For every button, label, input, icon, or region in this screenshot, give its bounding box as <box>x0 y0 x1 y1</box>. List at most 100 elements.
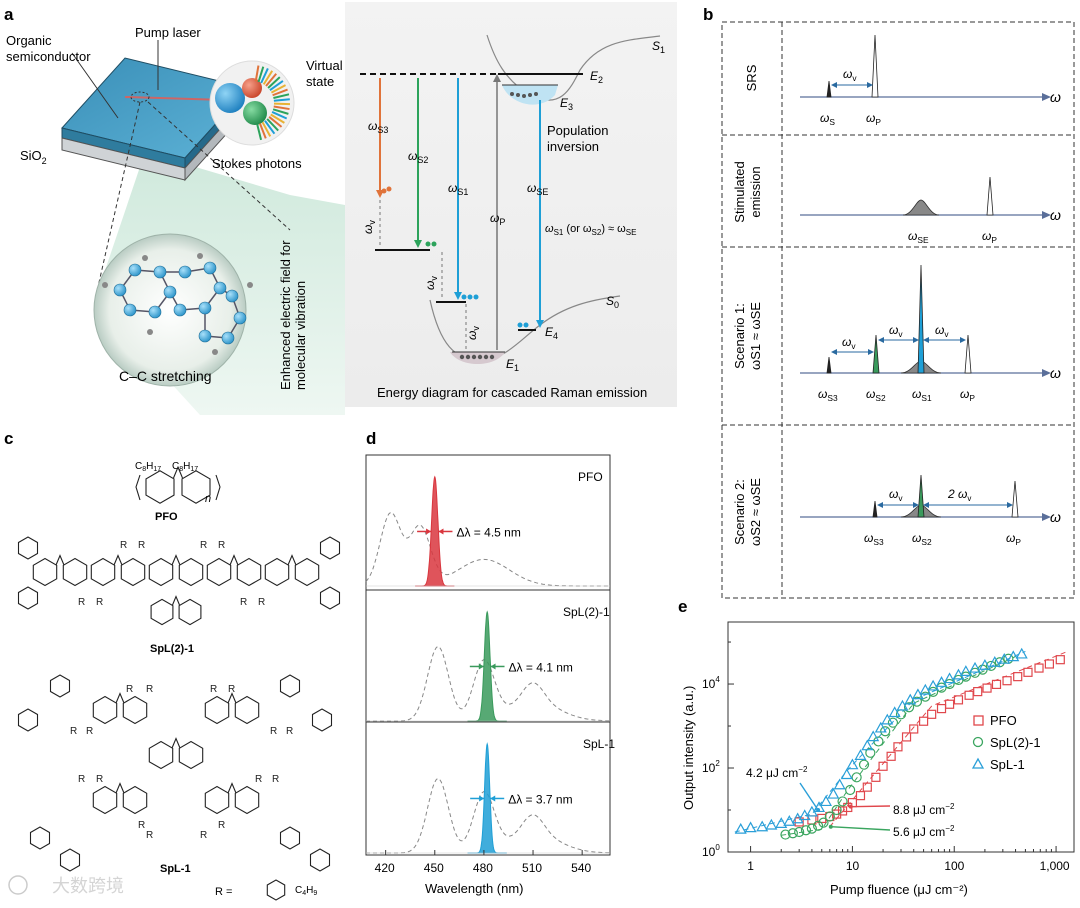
peak-wp <box>964 334 972 374</box>
legend-label: PFO <box>990 713 1017 728</box>
legend-label: SpL(2)-1 <box>990 735 1041 750</box>
annotation-label: 8.8 μJ cm−2 <box>893 802 955 817</box>
panel-label-a: a <box>4 5 14 24</box>
carbon-atom <box>221 331 235 345</box>
watermark: 大数跨境 <box>8 875 124 897</box>
e-ytick-label: 100 <box>702 843 720 859</box>
name-spl-1: SpL-1 <box>160 863 191 875</box>
energy-diagram <box>360 34 661 364</box>
marker-spl2-1 <box>880 726 891 737</box>
spectrum-name: SpL(2)-1 <box>563 605 610 619</box>
marker-spl-1 <box>988 656 1001 667</box>
row-label-scenario2: Scenario 2:ωS2 ≈ ωSE <box>732 478 763 546</box>
carbon-atom <box>225 289 239 303</box>
hydrogen-atom <box>102 282 108 288</box>
spl1-unit-bridge <box>227 782 237 793</box>
spl2-unit-ring <box>178 557 204 587</box>
r-label: R <box>200 540 207 551</box>
d-xtick-label: 540 <box>571 861 591 875</box>
w-s3-label: ωS3 <box>368 119 388 135</box>
hydrogen-atom <box>197 253 203 259</box>
axis-arrowhead <box>1042 211 1051 219</box>
label-wv: ωv <box>842 335 856 351</box>
legend-label: SpL-1 <box>990 757 1025 772</box>
r-label: R <box>146 684 153 695</box>
marker-pfo <box>878 761 888 771</box>
stokes-label: Stokes photons <box>212 156 302 171</box>
label-ws: ωS <box>820 111 835 127</box>
w-se-label: ωSE <box>527 181 548 197</box>
marker-pfo <box>832 809 842 819</box>
e2-label: E2 <box>590 69 603 85</box>
marker-pfo <box>794 817 804 827</box>
stokes-ray <box>272 88 288 97</box>
label-wp: ωP <box>1006 531 1021 547</box>
legend-marker <box>972 736 984 748</box>
w-v-label-2: ωv <box>423 276 439 290</box>
row-label-scenario1: Scenario 1:ωS1 ≈ ωSE <box>732 302 763 370</box>
marker-spl2-1 <box>812 820 824 831</box>
peak-wse <box>902 199 940 216</box>
annotation-arrow <box>830 826 891 831</box>
annotation-arrowhead <box>816 808 821 813</box>
peak-ws3 <box>826 356 832 374</box>
r-label: R <box>146 830 153 841</box>
spl1-phenyl <box>49 674 71 698</box>
marker-pfo <box>909 724 919 734</box>
w-v-label-1: ωv <box>361 220 377 234</box>
marker-pfo <box>901 732 912 742</box>
spl1-unit-bridge <box>115 692 125 703</box>
e-ylabel: Output intensity (a.u.) <box>681 686 696 810</box>
r-label: R <box>286 726 293 737</box>
d-xtick-label: 510 <box>522 861 542 875</box>
marker-pfo <box>1055 655 1065 665</box>
fwhm-label: Δλ = 3.7 nm <box>508 792 572 806</box>
label-ws2: ωS2 <box>866 387 886 403</box>
label-ws3: ωS3 <box>864 531 884 547</box>
marker-spl2-1 <box>845 784 856 796</box>
spl2-phenyl <box>17 586 39 610</box>
d-xtick-label: 450 <box>424 861 444 875</box>
marker-spl2-1 <box>806 823 817 834</box>
pfo-brackets <box>135 474 221 501</box>
e3-label: E3 <box>560 96 573 112</box>
fwhm-arrowhead <box>490 795 496 802</box>
watermark-text: 大数跨境 <box>52 876 124 897</box>
fwhm-arrowhead <box>490 663 496 670</box>
spl2-unit-ring <box>264 557 290 587</box>
marker-spl2-1 <box>837 796 848 807</box>
r-label: R <box>96 774 103 785</box>
r-label: R <box>200 830 207 841</box>
panel-a: a <box>4 2 677 415</box>
marker-spl-1 <box>819 795 832 807</box>
hydrogen-atom <box>142 255 148 261</box>
spl2-phenyl <box>319 536 341 560</box>
marker-pfo <box>886 751 896 761</box>
spl1-phenyl <box>59 848 81 872</box>
marker-pfo <box>1044 659 1054 669</box>
label-wp: ωP <box>960 387 975 403</box>
marker-spl-1 <box>783 815 796 826</box>
marker-spl-1 <box>874 721 887 733</box>
stokes-ray <box>262 70 274 85</box>
carbon-atom <box>113 283 127 297</box>
r-label: R <box>96 597 103 608</box>
axis-omega-label: ω <box>1050 509 1061 525</box>
arrow-wv-head <box>831 349 837 355</box>
arrow-wv-head <box>877 502 883 508</box>
label-ws2: ωS2 <box>912 531 932 547</box>
annotation-label: 4.2 μJ cm−2 <box>746 765 808 780</box>
marker-spl-1 <box>840 768 853 780</box>
marker-spl-1 <box>927 679 940 691</box>
r-label: R <box>78 597 85 608</box>
pl-spectrum-dashed <box>365 511 610 587</box>
marker-spl-1 <box>1015 647 1028 659</box>
r-label: R <box>138 820 145 831</box>
r-definition: R = <box>215 886 232 898</box>
pfo-n: n <box>205 493 211 505</box>
label-ws3: ωS3 <box>818 387 838 403</box>
fwhm-label: Δλ = 4.1 nm <box>509 660 573 674</box>
marker-spl2-1 <box>865 747 876 758</box>
marker-pfo <box>936 703 947 714</box>
